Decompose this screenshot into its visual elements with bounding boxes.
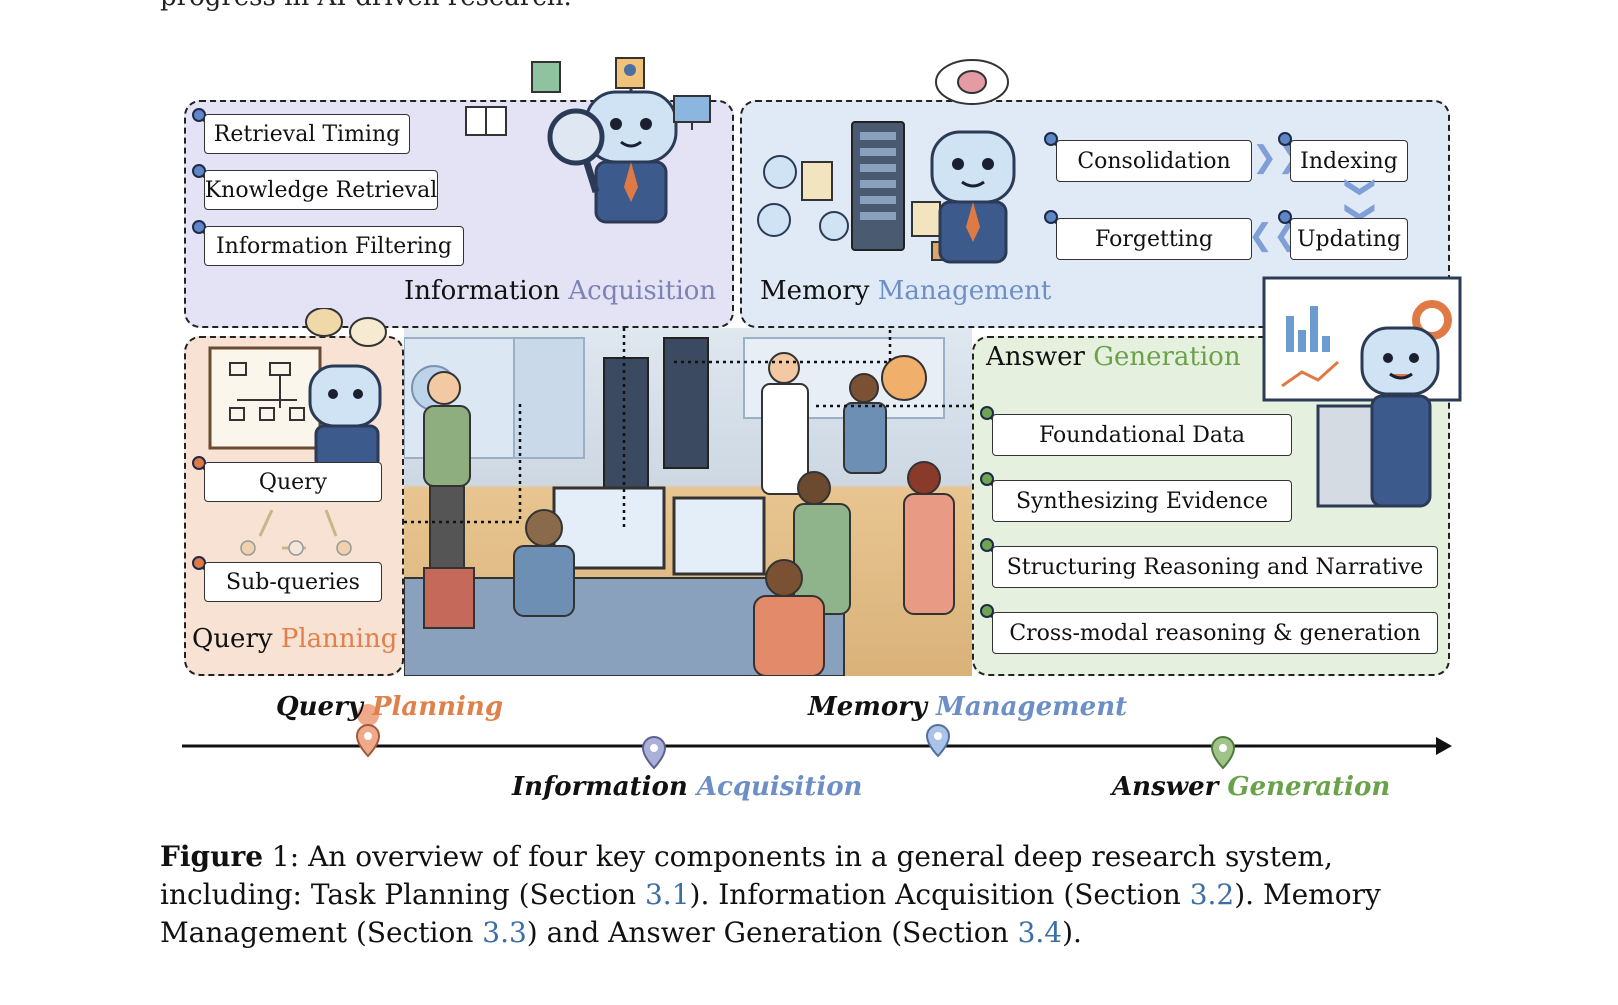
subquery-split-icon [240, 509, 352, 556]
query-box: Query [204, 462, 382, 502]
location-pin-icon [641, 736, 667, 770]
indexing-box: Indexing [1290, 140, 1408, 182]
query-panel-title: Query Planning [192, 624, 398, 654]
timeline-label-query: Query Planning [276, 692, 504, 722]
section-link[interactable]: 3.2 [1189, 878, 1235, 911]
section-link[interactable]: 3.3 [482, 916, 527, 949]
section-link[interactable]: 3.1 [644, 878, 690, 911]
cross-modal-box: Cross-modal reasoning & generation [992, 612, 1438, 654]
updating-box: Updating [1290, 218, 1408, 260]
pin-icon [980, 472, 994, 486]
office-illustration [404, 328, 972, 676]
knowledge-retrieval-box: Knowledge Retrieval [204, 170, 438, 210]
location-pin-icon [1210, 736, 1236, 770]
forgetting-box: Forgetting [1056, 218, 1252, 260]
query-planning-panel: Query Sub-queries Query Planning [184, 308, 404, 676]
pin-icon [980, 604, 994, 618]
top-text: progress in AI-driven research. [160, 0, 572, 12]
pin-icon [1278, 210, 1292, 224]
timeline-label-mem: Memory Management [808, 692, 1128, 722]
timeline-label-info: Information Acquisition [512, 772, 863, 802]
location-pin-icon [925, 724, 951, 758]
timeline-axis [182, 704, 1452, 770]
robot-magnifier-icon [547, 68, 678, 224]
figure-caption: Figure 1: An overview of four key compon… [160, 840, 1381, 949]
pin-icon [1278, 132, 1292, 146]
structuring-reasoning-box: Structuring Reasoning and Narrative [992, 546, 1438, 588]
consolidation-box: Consolidation [1056, 140, 1252, 182]
pin-icon [980, 538, 994, 552]
server-robots-illustration [757, 121, 955, 261]
retrieval-timing-box: Retrieval Timing [204, 114, 410, 154]
robot-flowchart-icon [208, 308, 387, 468]
location-pin-icon [355, 704, 381, 758]
foundational-data-box: Foundational Data [992, 414, 1292, 456]
ans-panel-title: Answer Generation [986, 342, 1241, 372]
section-link[interactable]: 3.4 [1017, 916, 1063, 949]
robot-brain-icon [930, 59, 1016, 264]
synthesizing-evidence-box: Synthesizing Evidence [992, 480, 1292, 522]
research-office-scene [404, 328, 972, 676]
sub-queries-box: Sub-queries [204, 562, 382, 602]
timeline-label-ans: Answer Generation [1112, 772, 1391, 802]
top-icons [531, 57, 645, 93]
pin-icon [1044, 210, 1058, 224]
book-icon [465, 106, 507, 136]
information-filtering-box: Information Filtering [204, 226, 464, 266]
information-acquisition-panel: Retrieval Timing Knowledge Retrieval Inf… [184, 68, 734, 328]
monitor-icon [673, 95, 711, 130]
info-panel-title: Information Acquisition [404, 276, 717, 306]
robot-presenter-icon [1262, 276, 1462, 508]
memory-management-panel: Consolidation ❯❯❯ Indexing ❯❯ Forgetting… [740, 59, 1450, 328]
pin-icon [1044, 132, 1058, 146]
mem-panel-title: Memory Management [760, 276, 1052, 306]
pin-icon [980, 406, 994, 420]
